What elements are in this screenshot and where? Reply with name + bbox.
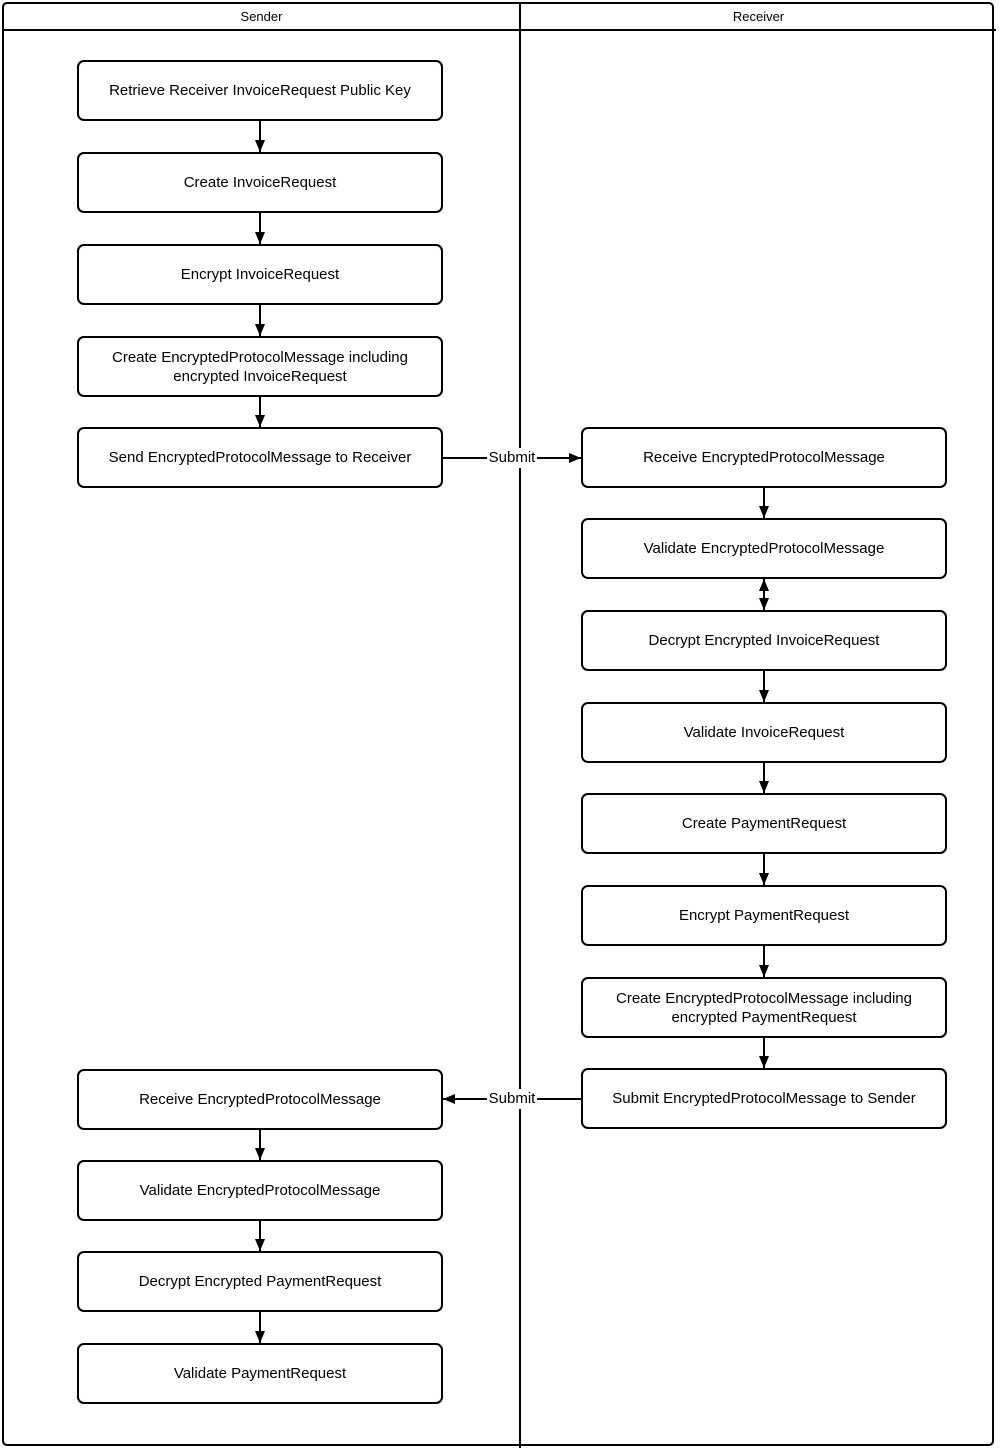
flow-node-create-epm-including-invoicerequest: Create EncryptedProtocolMessage includin… bbox=[77, 336, 443, 397]
flow-node-send-epm-to-receiver: Send EncryptedProtocolMessage to Receive… bbox=[77, 427, 443, 488]
flow-node-receive-epm-receiver: Receive EncryptedProtocolMessage bbox=[581, 427, 947, 488]
edge-label-submit-to-receiver: Submit bbox=[487, 448, 537, 468]
flow-node-decrypt-encrypted-invoicerequest: Decrypt Encrypted InvoiceRequest bbox=[581, 610, 947, 671]
flow-node-decrypt-encrypted-paymentrequest: Decrypt Encrypted PaymentRequest bbox=[77, 1251, 443, 1312]
lane-divider-line bbox=[519, 2, 521, 1448]
flow-node-validate-epm-receiver: Validate EncryptedProtocolMessage bbox=[581, 518, 947, 579]
flow-node-validate-epm-sender: Validate EncryptedProtocolMessage bbox=[77, 1160, 443, 1221]
flow-node-encrypt-invoicerequest: Encrypt InvoiceRequest bbox=[77, 244, 443, 305]
flow-node-create-invoicerequest: Create InvoiceRequest bbox=[77, 152, 443, 213]
lane-header-sender: Sender bbox=[240, 8, 283, 24]
lane-header-receiver: Receiver bbox=[732, 8, 785, 24]
flow-node-retrieve-invoicerequest-public-key: Retrieve Receiver InvoiceRequest Public … bbox=[77, 60, 443, 121]
flow-node-submit-epm-to-sender: Submit EncryptedProtocolMessage to Sende… bbox=[581, 1068, 947, 1129]
flow-node-create-paymentrequest: Create PaymentRequest bbox=[581, 793, 947, 854]
flow-node-create-epm-including-paymentrequest: Create EncryptedProtocolMessage includin… bbox=[581, 977, 947, 1038]
flow-node-encrypt-paymentrequest: Encrypt PaymentRequest bbox=[581, 885, 947, 946]
lane-header-divider-line bbox=[2, 29, 996, 31]
flow-node-validate-paymentrequest: Validate PaymentRequest bbox=[77, 1343, 443, 1404]
flow-node-validate-invoicerequest: Validate InvoiceRequest bbox=[581, 702, 947, 763]
edge-label-submit-to-sender: Submit bbox=[487, 1089, 537, 1109]
flow-node-receive-epm-sender: Receive EncryptedProtocolMessage bbox=[77, 1069, 443, 1130]
